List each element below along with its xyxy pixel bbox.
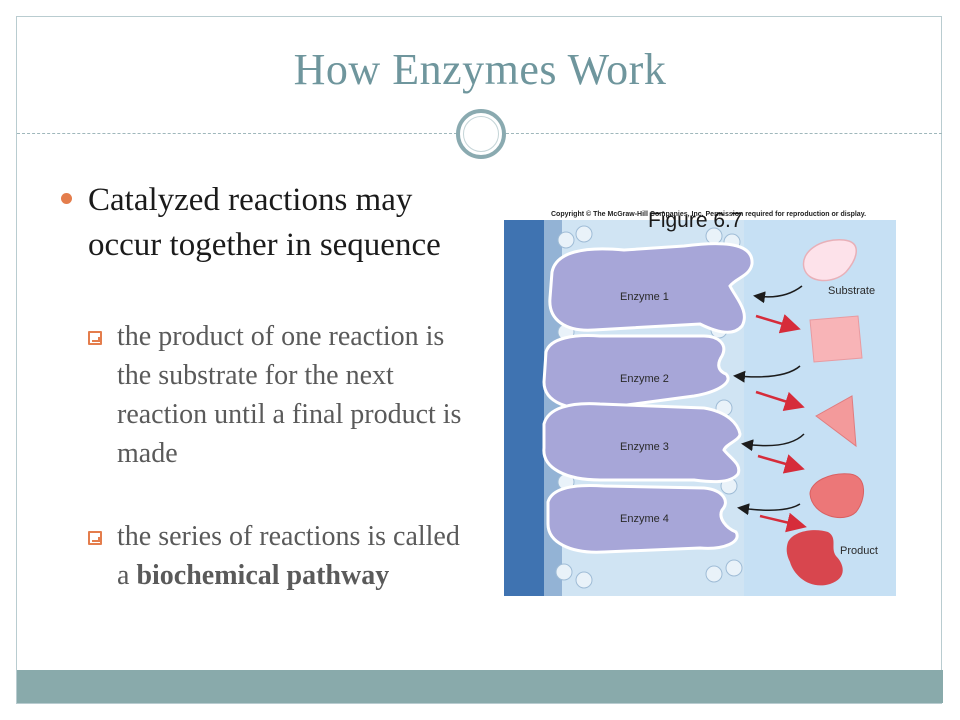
red-arrow-3 [757, 454, 805, 474]
divider-ring-ornament [456, 109, 506, 159]
product-label: Product [840, 545, 878, 557]
enzyme-4-label: Enzyme 4 [620, 513, 669, 525]
checkbox-bullet-icon [88, 531, 102, 545]
sub-bullet-2-prefix: the series of reactions is called a [117, 521, 460, 591]
enzyme-labels: Enzyme 1 Enzyme 2 Enzyme 3 Enzyme 4 [620, 291, 669, 525]
black-arrow-3 [741, 433, 805, 452]
sub-bullet-2-text: the series of reactions is called a bioc… [117, 517, 462, 595]
enzyme-2-label: Enzyme 2 [620, 373, 669, 385]
intermediate-drop-shape [809, 473, 864, 519]
enzyme-1-shape [548, 242, 754, 334]
intermediate-triangle-shape [815, 395, 857, 448]
title-divider-right [506, 133, 942, 134]
product-shape [786, 530, 843, 586]
intermediate-square-shape [809, 315, 863, 363]
sub-bullet-2-bold: biochemical pathway [136, 560, 390, 591]
black-arrow-4 [737, 503, 801, 516]
enzyme-1-label: Enzyme 1 [620, 291, 669, 303]
substrate-label: Substrate [828, 285, 875, 297]
title-divider-left [17, 133, 457, 134]
red-arrow-4 [759, 512, 807, 533]
red-arrows [755, 314, 807, 533]
slide-frame [16, 16, 942, 704]
sub-bullet-1-text: the product of one reaction is the subst… [117, 321, 462, 469]
substrate-shape [802, 239, 857, 282]
divider-ring-inner [463, 116, 499, 152]
bullet-dot-icon [61, 193, 72, 204]
enzyme-4-shape [546, 484, 739, 554]
red-arrow-1 [755, 314, 801, 334]
footer-bar [17, 670, 943, 703]
figure-label: Figure 6.7 [648, 209, 743, 232]
black-arrow-1 [753, 285, 803, 304]
main-bullet-text: Catalyzed reactions may occur together i… [88, 182, 441, 263]
black-arrow-2 [733, 365, 801, 383]
enzyme-pathway-figure: Enzyme 1 Enzyme 2 Enzyme 3 Enzyme 4 Subs… [504, 220, 896, 596]
enzyme-3-label: Enzyme 3 [620, 441, 669, 453]
red-arrow-2 [755, 390, 805, 411]
enzyme-3-shape [542, 402, 742, 484]
checkbox-bullet-icon [88, 331, 102, 345]
figure-copyright: Copyright © The McGraw-Hill Companies, I… [551, 211, 867, 218]
black-arrows [733, 285, 805, 516]
slide-title: How Enzymes Work [293, 45, 667, 94]
enzyme-shapes [542, 242, 754, 554]
